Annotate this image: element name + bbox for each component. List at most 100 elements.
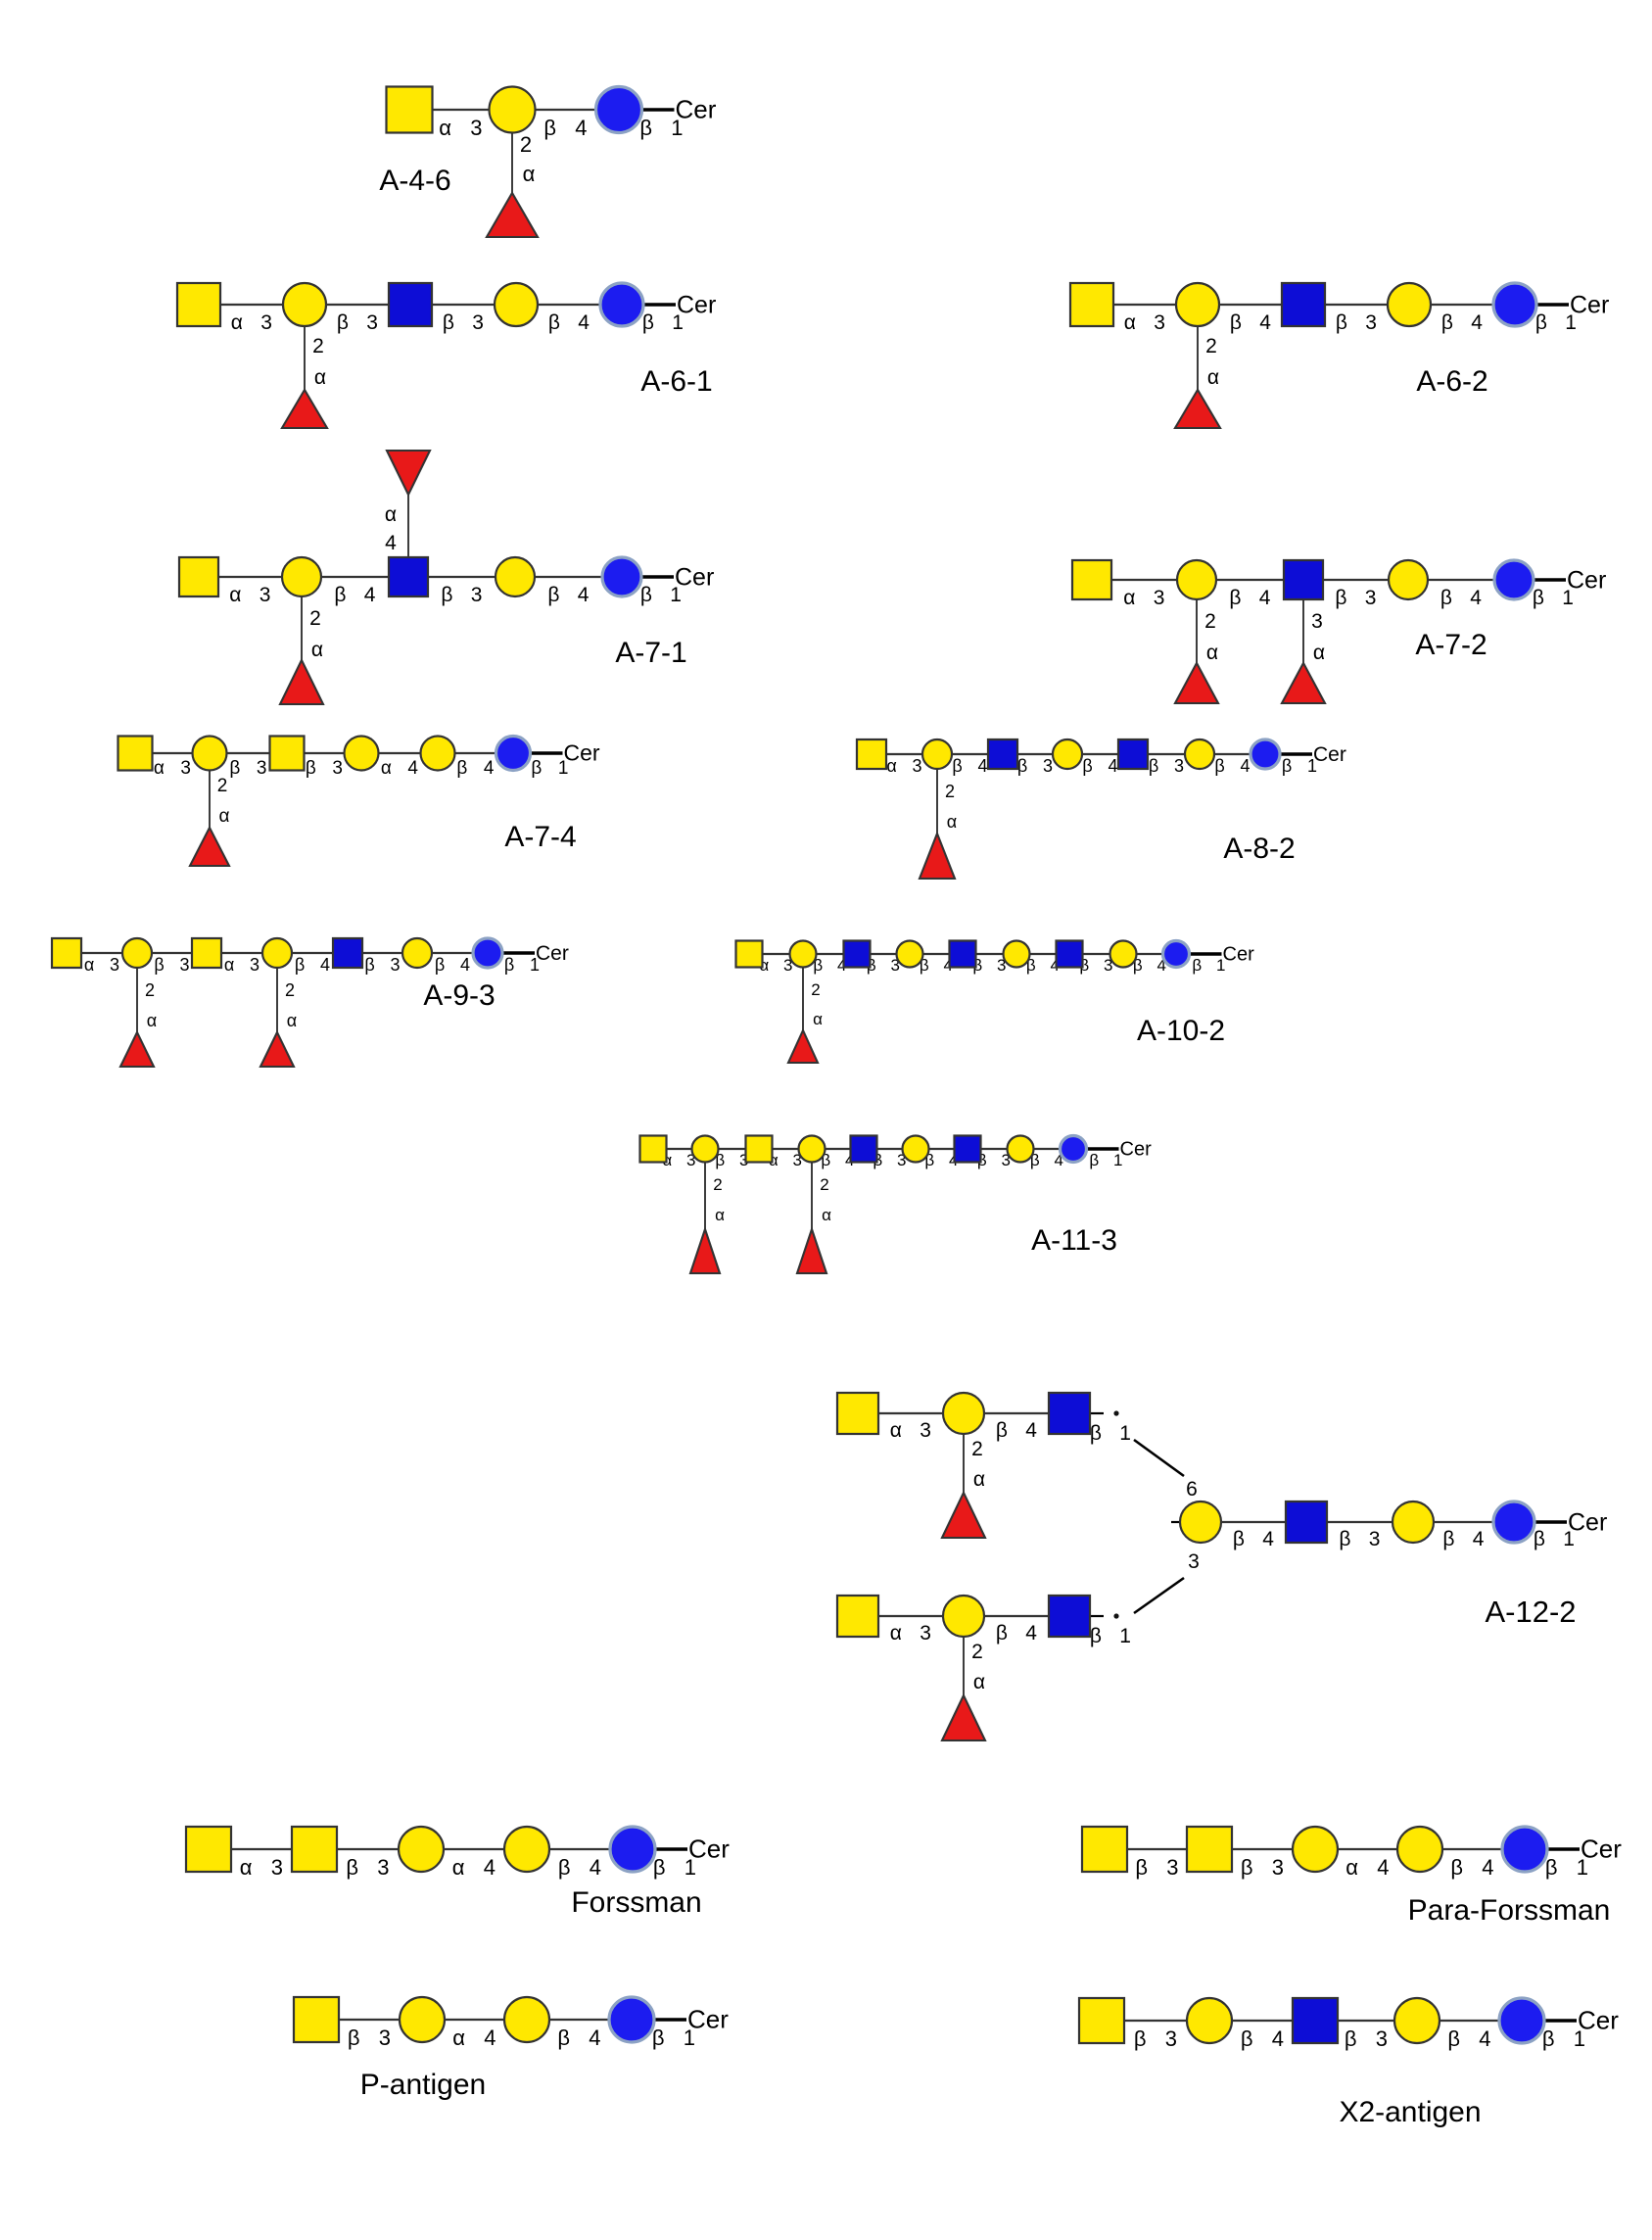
- linkage-label: α: [231, 311, 243, 334]
- gal-yellow-circle-node: [397, 1825, 446, 1874]
- gal-yellow-circle-node: [1006, 1134, 1035, 1164]
- gal-yellow-circle-node: [788, 939, 818, 969]
- glc-blue-circle-node: [608, 1825, 657, 1874]
- gal-yellow-circle-node: [488, 85, 537, 134]
- linkage-label: α: [439, 116, 451, 140]
- linkage-label: 3: [1043, 756, 1053, 776]
- linkage-label: β: [972, 956, 982, 975]
- terminal-linkage-label: β: [1534, 1528, 1545, 1550]
- linkage-label: 3: [1369, 1528, 1381, 1550]
- galnac-yellow-square-node: [855, 738, 888, 771]
- linkage-label: 4: [1482, 1855, 1493, 1880]
- linkage-label: 3: [179, 955, 189, 975]
- gal-yellow-circle-node: [1178, 1500, 1223, 1545]
- linkage-label: 4: [1471, 311, 1483, 334]
- ceramide-label: Cer: [1567, 566, 1606, 594]
- fuc-red-triangle-node: [786, 1027, 820, 1065]
- gal-yellow-circle-node: [1175, 558, 1218, 601]
- linkage-label: 4: [977, 756, 987, 776]
- linkage-label: α: [759, 956, 769, 975]
- ceramide-label: Cer: [676, 95, 717, 124]
- linkage-label: 4: [590, 1855, 601, 1880]
- linkage-label: 3: [366, 311, 378, 334]
- linkage-label: α: [224, 955, 234, 975]
- linkage-label: β: [295, 955, 305, 975]
- structure-name-label: P-antigen: [360, 2069, 486, 2101]
- linkage-label: 3: [686, 1151, 695, 1169]
- branch-linkage-label: α: [973, 1468, 985, 1491]
- linkage-label: 3: [1272, 1855, 1284, 1880]
- linkage-label: 4: [1051, 956, 1060, 975]
- branch-linkage-label: 2: [285, 980, 295, 1000]
- glc-blue-circle-node: [1491, 281, 1538, 328]
- fuc-red-triangle-node: [940, 1490, 987, 1540]
- linkage-label: 3: [471, 584, 483, 606]
- linkage-label: 4: [1240, 756, 1250, 776]
- branch-connector-line: [1133, 1576, 1185, 1615]
- structure-name-label: Forssman: [571, 1886, 701, 1919]
- terminal-linkage-label: β: [1089, 1151, 1099, 1169]
- branch-linkage-label: α: [1207, 366, 1219, 389]
- linkage-label: 3: [1365, 587, 1377, 609]
- branch-linkage-label: 2: [217, 776, 228, 796]
- branch-linkage-label: α: [813, 1010, 823, 1028]
- linkage-label: α: [452, 2026, 465, 2050]
- linkage-label: β: [557, 2026, 570, 2050]
- linkage-label: β: [1026, 956, 1036, 975]
- branch-linkage-label: 2: [971, 1438, 983, 1460]
- junction-linkage-label: 6: [1186, 1478, 1198, 1501]
- linkage-label: β: [348, 2026, 360, 2050]
- branch-linkage-label: 2: [945, 782, 955, 801]
- linkage-label: 3: [997, 956, 1006, 975]
- linkage-label: β: [1241, 1855, 1253, 1880]
- structure-name-label: A-9-3: [423, 979, 495, 1012]
- fuc-red-triangle-node: [278, 657, 325, 706]
- branch-linkage-label: α: [523, 162, 536, 186]
- gal-yellow-circle-node: [281, 281, 328, 328]
- linkage-label: β: [1336, 311, 1347, 334]
- gal-yellow-circle-node: [1002, 939, 1031, 969]
- fuc-red-triangle-node: [1173, 660, 1220, 705]
- linkage-label: 3: [180, 758, 191, 779]
- branch-linkage-label: 3: [1311, 610, 1323, 633]
- gal-yellow-circle-node: [120, 936, 154, 970]
- glc-blue-circle-node: [1500, 1825, 1549, 1874]
- glc-blue-circle-node: [1249, 738, 1282, 771]
- branch-linkage-label: α: [1206, 642, 1218, 664]
- galnac-yellow-square-node: [184, 1825, 233, 1874]
- glcnac-blue-square-node: [1291, 1996, 1340, 2045]
- terminal-linkage-label: β: [1533, 587, 1544, 609]
- glc-blue-circle-node: [1497, 1996, 1546, 2045]
- galnac-yellow-square-node: [117, 735, 154, 772]
- gal-yellow-circle-node: [941, 1391, 986, 1436]
- junction-linkage-label: β: [1090, 1422, 1102, 1445]
- gal-yellow-circle-node: [280, 555, 323, 598]
- branch-linkage-label: 2: [811, 980, 820, 999]
- fuc-red-triangle-node: [188, 825, 231, 868]
- linkage-label: β: [543, 116, 556, 140]
- linkage-label: 3: [1365, 311, 1377, 334]
- branch-linkage-label: 2: [1204, 610, 1216, 633]
- branch-linkage-label: 2: [820, 1175, 828, 1194]
- linkage-label: β: [1079, 956, 1089, 975]
- bond-dot: [1113, 1613, 1119, 1619]
- fuc-red-triangle-node: [688, 1225, 722, 1275]
- terminal-linkage-label: 1: [530, 955, 540, 975]
- branch-linkage-label: α: [314, 366, 326, 389]
- glcnac-blue-square-node: [1282, 558, 1325, 601]
- linkage-label: α: [381, 758, 392, 779]
- linkage-label: β: [1441, 311, 1453, 334]
- linkage-label: α: [1345, 1855, 1358, 1880]
- linkage-label: α: [890, 1419, 902, 1442]
- linkage-label: β: [154, 955, 164, 975]
- terminal-linkage-label: 1: [672, 311, 684, 334]
- galnac-yellow-square-node: [1077, 1996, 1126, 2045]
- branch-linkage-label: α: [715, 1206, 725, 1224]
- glcnac-blue-square-node: [1055, 939, 1084, 969]
- branch-connector-line: [1133, 1438, 1185, 1478]
- galnac-yellow-square-node: [1070, 558, 1113, 601]
- linkage-label: β: [1214, 756, 1224, 776]
